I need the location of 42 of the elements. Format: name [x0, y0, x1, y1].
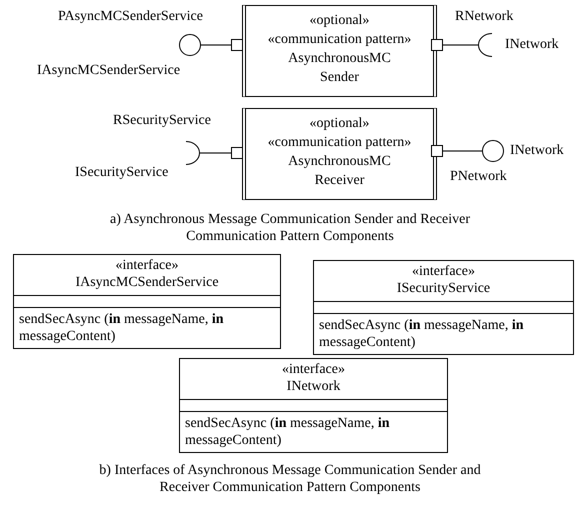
port-label: RNetwork [455, 8, 514, 26]
provided-interface-ball [482, 140, 504, 162]
provided-interface-ball [179, 34, 201, 56]
required-interface-socket [478, 33, 492, 57]
stereotype-label: «optional» [308, 115, 370, 133]
assembly-line [200, 152, 232, 154]
interface-label: INetwork [505, 36, 559, 54]
required-interface-socket [186, 141, 200, 165]
stereotype-label: «communication pattern» [266, 31, 412, 49]
interface-class-box [13, 254, 281, 349]
stereotype-label: «communication pattern» [266, 134, 412, 152]
stereotype-label: «optional» [308, 12, 370, 30]
interface-name: ISecurityService [396, 280, 492, 297]
interface-label: IAsyncMCSenderService [37, 62, 180, 80]
assembly-line [200, 44, 232, 46]
figure-caption: a) Asynchronous Message Communication Sender and Receiver Communication Pattern Components [108, 211, 472, 245]
port-label: PAsyncMCSenderService [58, 8, 203, 26]
stereotype-label: «interface» [281, 361, 346, 378]
stereotype-label: «interface» [411, 263, 476, 280]
stereotype-label: «interface» [114, 257, 180, 274]
figure-caption: b) Interfaces of Asynchronous Message Communication Sender and Receiver Communication Pattern Components [98, 462, 482, 496]
component-name: AsynchronousMC Sender [287, 50, 392, 87]
assembly-line [442, 44, 478, 46]
component-box [242, 108, 437, 200]
interface-name: INetwork [286, 378, 342, 395]
interface-class-box [313, 260, 574, 355]
port-label: PNetwork [450, 168, 507, 186]
port-square [231, 39, 243, 51]
component-box [242, 5, 437, 97]
port-label: RSecurityService [113, 112, 211, 130]
interface-class-box [179, 358, 448, 453]
interface-name: IAsyncMCSenderService [74, 274, 220, 291]
interface-label: ISecurityService [75, 164, 168, 182]
assembly-line [442, 150, 482, 152]
port-square [231, 147, 243, 159]
operation-text: sendSecAsync (in messageName, in messageContent) [19, 311, 225, 345]
operation-text: sendSecAsync (in messageName, in messageContent) [319, 317, 525, 351]
operation-text: sendSecAsync (in messageName, in messageContent) [185, 415, 391, 449]
port-square [431, 145, 443, 157]
component-name: AsynchronousMC Receiver [287, 153, 392, 190]
port-square [431, 39, 443, 51]
interface-label: INetwork [510, 142, 564, 160]
